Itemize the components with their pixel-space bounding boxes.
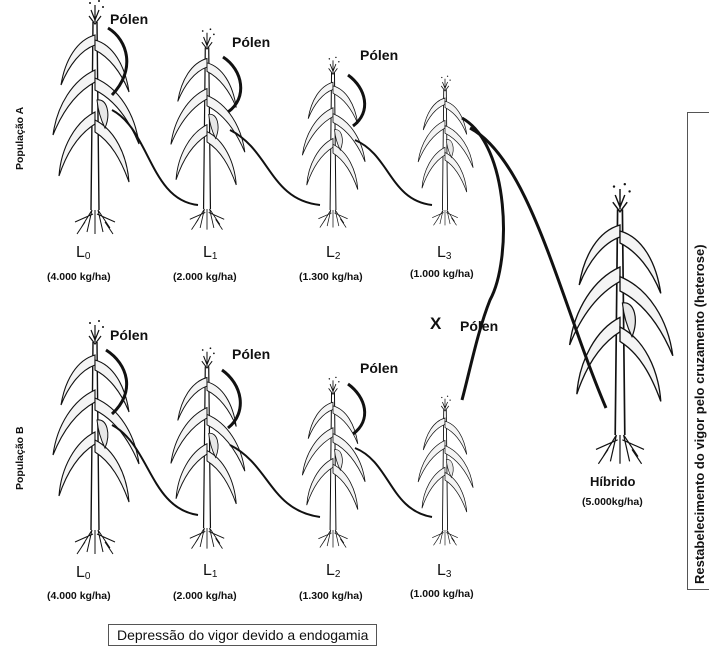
plant-b-l2 — [302, 377, 365, 548]
pollen-label-b-l0: Pólen — [110, 327, 148, 343]
gen-label-b-2: L2 — [326, 562, 340, 580]
yield-b-3: (1.000 kg/ha) — [410, 588, 474, 600]
yield-b-0: (4.000 kg/ha) — [47, 590, 111, 602]
hybrid-yield: (5.000kg/ha) — [582, 496, 643, 508]
plant-b-l3 — [418, 396, 473, 546]
heterosis-caption: Restabelecimento do vigor pelo cruzament… — [692, 244, 707, 584]
plant-a-l3 — [418, 76, 473, 226]
yield-a-0: (4.000 kg/ha) — [47, 271, 111, 283]
gen-label-a-1: L1 — [203, 244, 217, 262]
pollen-label-a-l0: Pólen — [110, 11, 148, 27]
inbreeding-caption: Depressão do vigor devido a endogamia — [108, 624, 377, 646]
yield-a-1: (2.000 kg/ha) — [173, 271, 237, 283]
pollen-label-a-l1: Pólen — [232, 34, 270, 50]
plant-hybrid — [570, 183, 673, 464]
hybrid-name: Híbrido — [590, 474, 636, 489]
pollen-label-b-l2: Pólen — [360, 360, 398, 376]
population-b-label: População B — [14, 426, 26, 490]
yield-b-2: (1.300 kg/ha) — [299, 590, 363, 602]
gen-label-b-0: L0 — [76, 564, 90, 582]
yield-b-1: (2.000 kg/ha) — [173, 590, 237, 602]
pollen-label-cross: Pólen — [460, 318, 498, 334]
cross-symbol: X — [430, 314, 441, 334]
gen-label-b-3: L3 — [437, 562, 451, 580]
gen-label-a-3: L3 — [437, 244, 451, 262]
gen-label-b-1: L1 — [203, 562, 217, 580]
plant-a-l0 — [53, 0, 139, 234]
population-a-label: População A — [14, 107, 26, 170]
gen-label-a-2: L2 — [326, 244, 340, 262]
pollen-label-b-l1: Pólen — [232, 346, 270, 362]
yield-a-2: (1.300 kg/ha) — [299, 271, 363, 283]
yield-a-3: (1.000 kg/ha) — [410, 268, 474, 280]
gen-label-a-0: L0 — [76, 244, 90, 262]
pollen-label-a-l2: Pólen — [360, 47, 398, 63]
